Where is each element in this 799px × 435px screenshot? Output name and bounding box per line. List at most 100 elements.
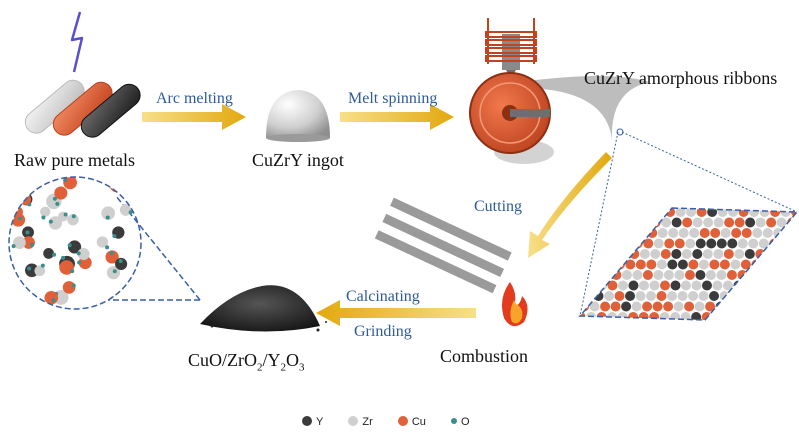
atom [671,249,682,259]
atom [660,249,671,259]
atom [625,291,636,301]
atom [629,217,640,228]
atom [737,238,748,249]
legend-item-y: Y [302,416,323,428]
atom [716,270,727,280]
oxygen-atom [11,244,16,249]
atom [698,259,709,270]
oxygen-atom [30,242,35,247]
atom [596,280,607,291]
legend-item-zr: Zr [348,416,373,428]
legend-item-cu: Cu [397,416,426,428]
oxygen-atom [77,260,82,265]
atom [667,259,678,270]
atom [688,291,699,301]
atom [664,238,675,249]
atom [659,312,670,320]
atom [632,270,643,280]
atom [597,249,608,259]
atom [706,238,717,249]
oxide-particle [34,265,46,277]
atom [628,280,639,291]
atom [709,259,720,270]
atom [544,312,554,322]
oxygen-atom [114,306,119,309]
atom [626,228,637,238]
atom [653,238,664,249]
atom [589,301,600,312]
atom [680,312,691,320]
atom [734,217,745,228]
spinning-wheel [469,72,554,164]
raw-metal-rods [24,79,141,138]
atom [745,217,756,228]
atom [646,259,657,270]
atom [590,270,601,280]
oxide-particle [40,206,51,217]
atom [758,270,769,280]
oxygen-atom [63,212,68,217]
atom [569,302,579,312]
atom [674,238,685,249]
atom [653,270,664,280]
atom [663,301,674,312]
atom [670,280,681,291]
atom [783,228,794,238]
oxygen-atom [112,180,117,185]
oxygen-atom [71,283,76,288]
atom [593,259,604,270]
atom [775,280,786,291]
oxygen-atom [41,215,46,220]
atom [695,238,706,249]
atom [785,280,796,291]
atom [776,249,787,259]
oxygen-atom [27,266,32,271]
atom [724,217,735,228]
atom [709,291,720,301]
atom [621,301,632,312]
oxygen-atom [105,215,110,220]
atom [558,302,568,312]
atom [699,228,710,238]
atom [646,291,657,301]
legend-dot-zr [348,416,359,426]
atom [726,270,737,280]
atom [678,228,689,238]
atom [638,280,649,291]
atom [682,217,693,228]
oxide-particle [115,257,128,271]
atom [703,217,714,228]
atom [600,270,611,280]
atom [793,259,797,270]
atom [586,280,597,291]
oxide-particle [43,248,55,259]
oxide-particle [109,178,124,193]
oxygen-atom [128,210,133,215]
oxygen-atom [61,255,66,260]
arrow-arc-melting [142,104,246,130]
atom [758,238,769,249]
atom [712,312,723,320]
atom [607,280,618,291]
oxygen-atom [52,196,57,201]
oxide-particle [13,236,26,249]
atom [674,270,685,280]
atom [761,259,772,270]
atom [741,228,752,238]
atom [768,270,779,280]
legend-dot-y [302,416,312,426]
atom [580,301,590,312]
oxygen-atom [105,245,110,250]
atom [720,228,731,238]
atom [692,249,703,259]
atom [667,291,678,301]
atom [731,228,742,238]
atom [743,312,754,320]
oxide-particle [96,236,109,248]
atom [740,291,751,301]
atom [600,301,611,312]
atom [730,291,741,301]
oxide-particle [77,247,90,261]
